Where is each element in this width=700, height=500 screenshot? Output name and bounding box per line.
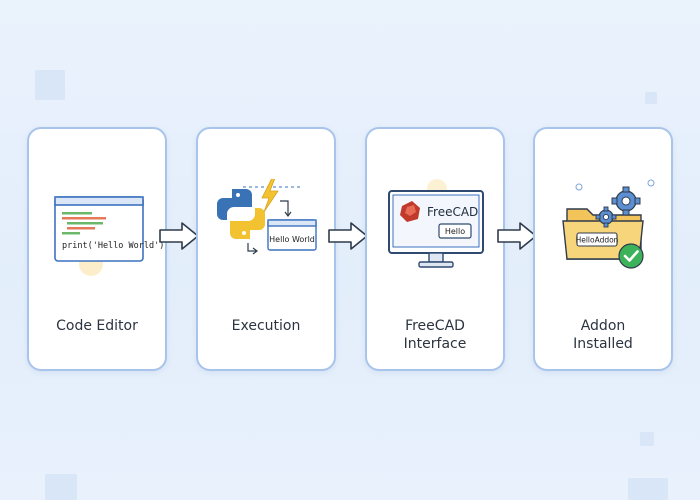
step-label-addon-installed: Addon Installed xyxy=(573,318,633,352)
gear-icon xyxy=(611,186,641,216)
code-snippet-text: print('Hello World') xyxy=(62,241,164,251)
bg-square xyxy=(628,478,668,500)
lightning-icon xyxy=(261,179,279,213)
bg-square xyxy=(640,432,654,446)
checkmark-icon xyxy=(618,243,644,269)
freecad-logo-icon xyxy=(400,201,420,222)
folder-icon: HelloAddon xyxy=(562,208,644,260)
gear-icon xyxy=(595,206,617,228)
hello-button-text: Hello xyxy=(445,227,465,236)
freecad-app-name: FreeCAD xyxy=(427,205,478,219)
step-card-freecad-interface: FreeCAD Hello FreeCAD Interface xyxy=(365,127,505,371)
monitor-icon: FreeCAD Hello xyxy=(388,179,484,268)
bg-square xyxy=(35,70,65,100)
step-label-execution: Execution xyxy=(231,318,301,334)
arrow-right-icon xyxy=(328,222,368,250)
python-logo-icon xyxy=(217,189,265,239)
step-card-execution: Hello World Execution xyxy=(196,127,336,371)
editor-window-icon: print('Hello World') xyxy=(54,196,164,276)
step-card-code-editor: print('Hello World') Code Editor xyxy=(27,127,167,371)
step-card-addon-installed: HelloAddon xyxy=(533,127,673,371)
step-label-code-editor: Code Editor xyxy=(56,318,138,334)
addon-folder-tag: HelloAddon xyxy=(576,236,619,245)
step-label-freecad-interface: FreeCAD Interface xyxy=(403,318,467,352)
bg-square xyxy=(645,92,657,104)
arrow-right-icon xyxy=(159,222,199,250)
arrow-right-icon xyxy=(497,222,537,250)
output-window-text: Hello World xyxy=(269,235,315,244)
bg-square xyxy=(45,474,77,500)
